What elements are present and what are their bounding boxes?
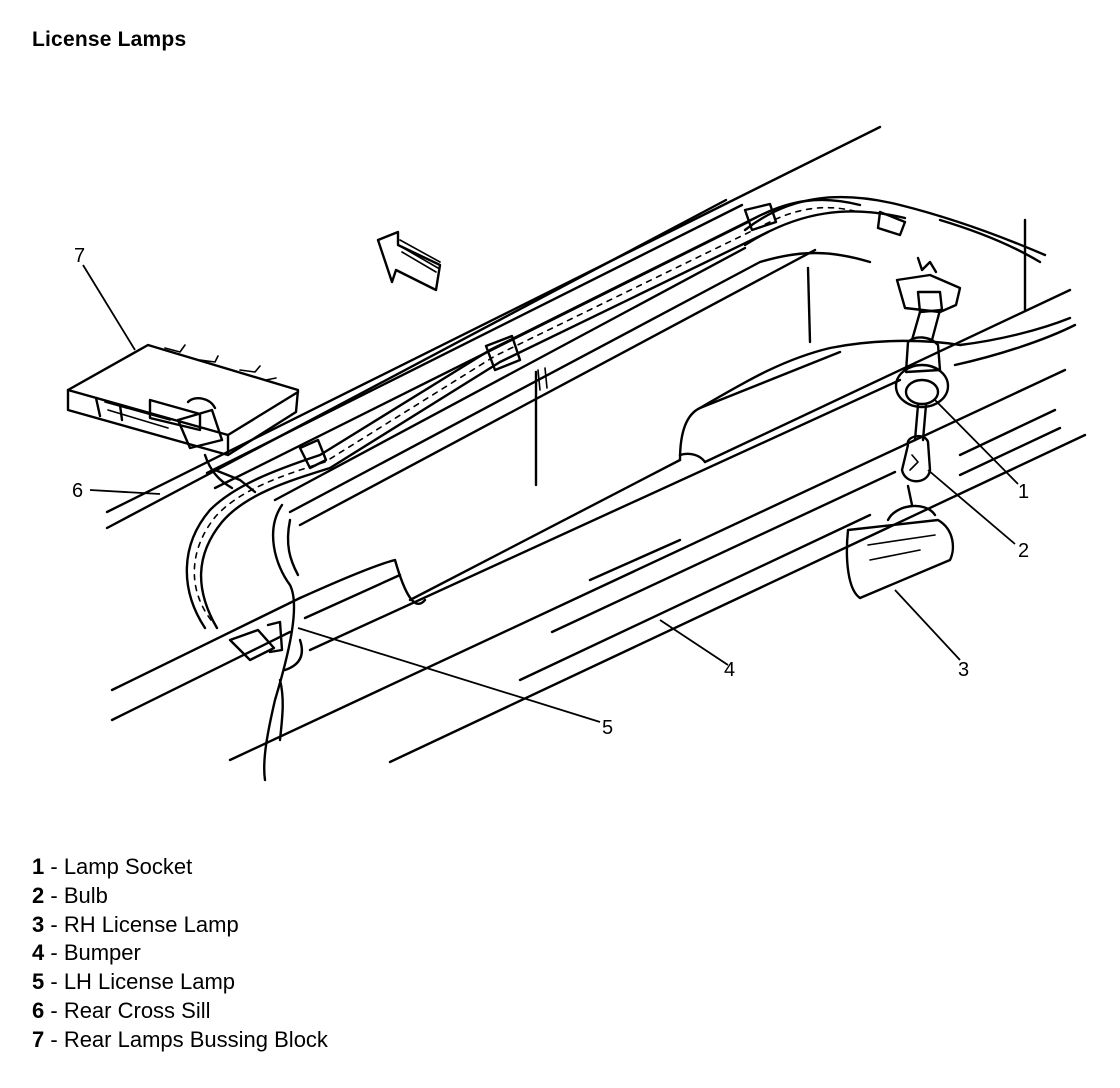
legend-number: 4	[32, 940, 45, 966]
harness-clips	[228, 202, 907, 662]
callout-label-5: 5	[602, 717, 613, 739]
legend-item: 5 - LH License Lamp	[32, 968, 328, 997]
direction-arrow-icon	[376, 230, 442, 292]
legend-item: 7 - Rear Lamps Bussing Block	[32, 1026, 328, 1055]
bumper	[110, 195, 1087, 782]
legend-separator: -	[44, 969, 64, 995]
legend-label: Bumper	[63, 940, 141, 966]
callout-legend: 1 - Lamp Socket 2 - Bulb 3 - RH License …	[32, 853, 328, 1055]
callout-leaders	[82, 264, 1019, 723]
legend-number: 6	[32, 997, 45, 1023]
legend-separator: -	[44, 940, 64, 966]
callout-label-6: 6	[72, 480, 83, 502]
callout-label-7: 7	[74, 245, 85, 267]
legend-number: 2	[32, 882, 45, 908]
page-title: License Lamps	[32, 28, 187, 51]
legend-separator: -	[44, 1026, 64, 1052]
legend-label: Rear Cross Sill	[63, 997, 211, 1023]
legend-number: 3	[32, 911, 45, 937]
rh-license-lamp-assembly	[845, 256, 962, 600]
rear-lamps-bussing-block	[66, 343, 300, 494]
legend-item: 6 - Rear Cross Sill	[32, 997, 328, 1026]
legend-item: 4 - Bumper	[32, 939, 328, 968]
rear-cross-sill	[105, 125, 882, 530]
legend-label: Rear Lamps Bussing Block	[63, 1026, 328, 1052]
legend-label: Bulb	[63, 882, 108, 908]
legend-item: 2 - Bulb	[32, 882, 328, 911]
legend-item: 1 - Lamp Socket	[32, 853, 328, 882]
legend-number: 5	[32, 969, 45, 995]
callout-labels: 7 6 1 2 3 4 5	[72, 245, 1029, 739]
legend-separator: -	[44, 911, 64, 937]
legend-number: 1	[32, 854, 45, 879]
callout-label-3: 3	[958, 659, 969, 681]
callout-label-2: 2	[1018, 540, 1029, 562]
legend-separator: -	[44, 997, 64, 1023]
legend-label: Lamp Socket	[63, 854, 193, 879]
legend-item: 3 - RH License Lamp	[32, 911, 328, 940]
legend-label: LH License Lamp	[63, 969, 236, 995]
legend-label: RH License Lamp	[63, 911, 239, 937]
callout-label-1: 1	[1018, 481, 1029, 503]
callout-label-4: 4	[724, 659, 735, 681]
legend-separator: -	[44, 854, 64, 879]
wire-harness	[185, 198, 862, 630]
legend-separator: -	[44, 882, 64, 908]
legend-number: 7	[32, 1026, 45, 1052]
